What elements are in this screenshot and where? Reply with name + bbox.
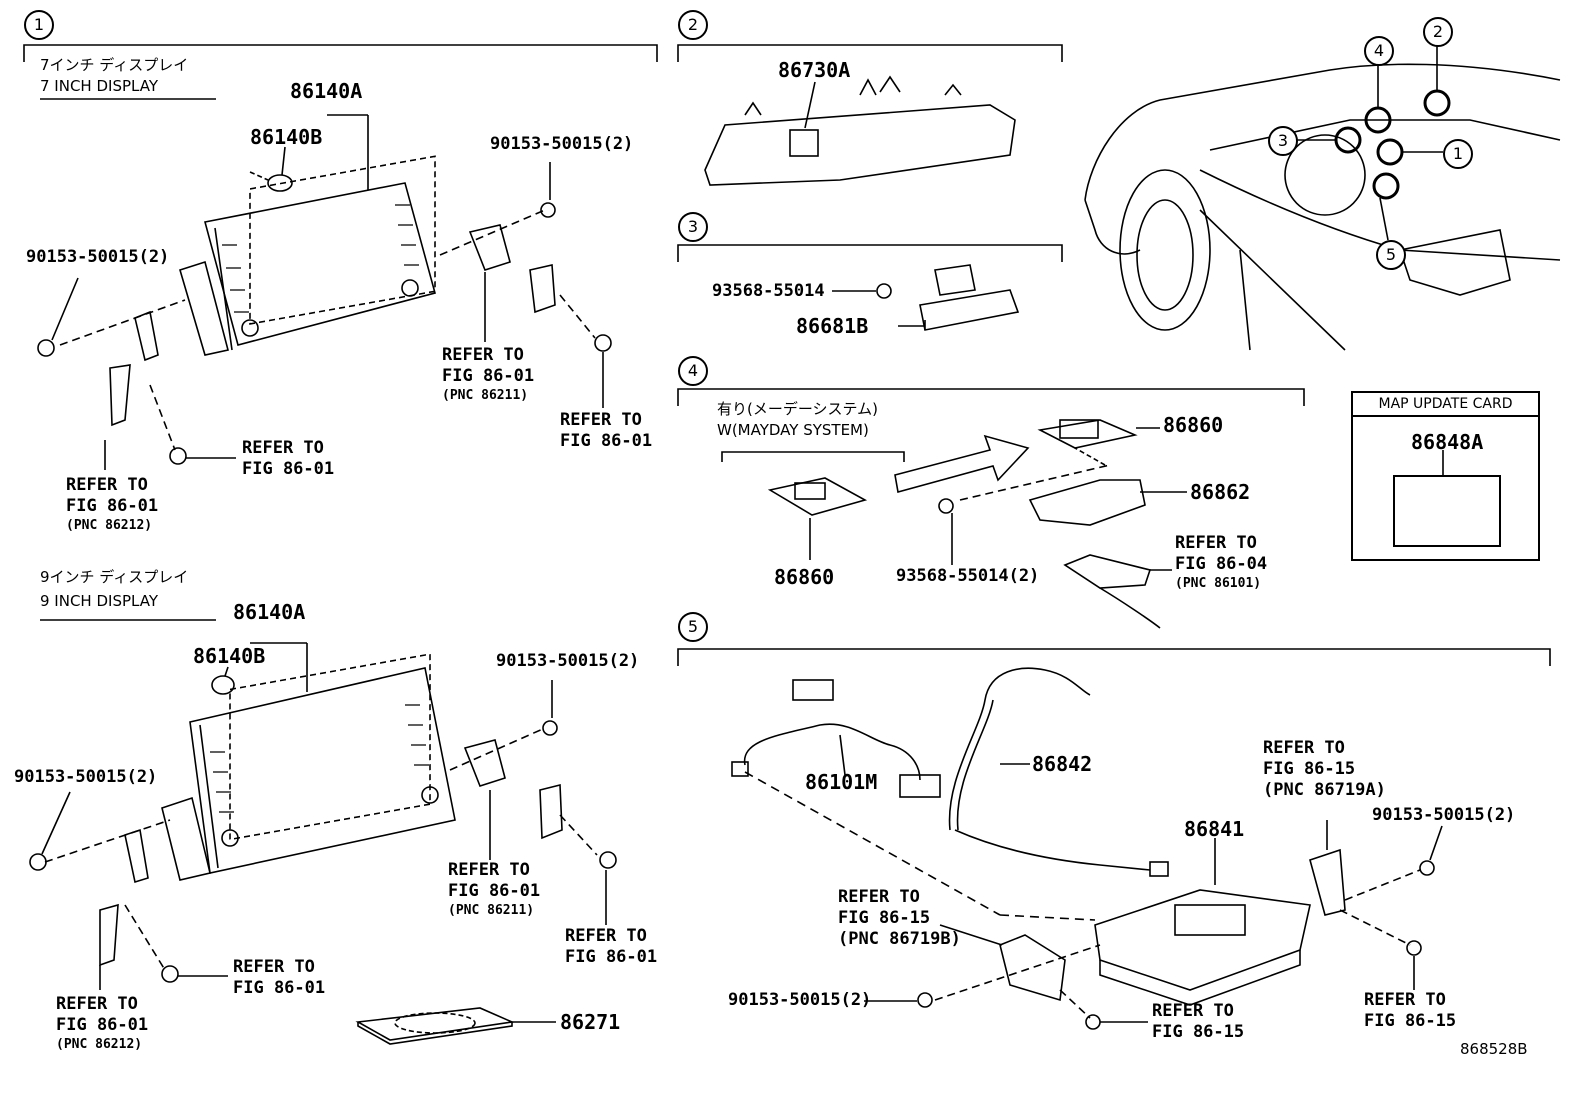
map-update-card-box: MAP UPDATE CARD 86848A [1351, 391, 1540, 561]
display9-drawing [29, 642, 617, 1045]
s2-drawing [704, 75, 1016, 186]
s3-part: 86681B [796, 314, 869, 338]
s5-harness-1: 86101M [805, 770, 878, 794]
s4-cond-jp: 有り(メーデーシステム) [717, 400, 878, 418]
s5-module: 86841 [1184, 817, 1245, 841]
s3-screw: 93568-55014 [712, 281, 825, 301]
display9-title-en: 9 INCH DISPLAY [40, 592, 158, 610]
car-callout-2: 2 [1423, 17, 1453, 47]
s4-screw: 93568-55014(2) [896, 566, 1040, 586]
display7-bolt-right: 90153-50015(2) [490, 134, 634, 154]
car-drawing [1084, 63, 1561, 351]
display9-part-knob: 86140B [193, 644, 266, 668]
car-callout-1: 1 [1443, 139, 1473, 169]
display7-drawing [37, 114, 612, 470]
s4-part-right: 86860 [1163, 413, 1224, 437]
display9-bolt-right: 90153-50015(2) [496, 651, 640, 671]
s4-part-left: 86860 [774, 565, 835, 589]
section-3-marker: 3 [678, 212, 708, 242]
display7-title-jp: 7インチ ディスプレイ [40, 56, 189, 74]
s5-harness-2: 86842 [1032, 752, 1093, 776]
section-brackets [23, 44, 1551, 666]
map-update-card-shape [1393, 475, 1501, 547]
display9-disc-part: 86271 [560, 1010, 621, 1034]
display7-part-knob: 86140B [250, 125, 323, 149]
section-5-marker: 5 [678, 612, 708, 642]
s2-part: 86730A [778, 58, 851, 82]
section-2-marker: 2 [678, 10, 708, 40]
car-callout-5: 5 [1376, 240, 1406, 270]
figure-code: 868528B [1460, 1040, 1528, 1058]
s5-drawing [731, 667, 1443, 1030]
car-markers [1297, 44, 1451, 241]
display7-title-en: 7 INCH DISPLAY [40, 77, 158, 95]
display7-bolt-left: 90153-50015(2) [26, 247, 170, 267]
s5-bolt-left: 90153-50015(2) [728, 990, 872, 1010]
s3-drawing [832, 264, 1020, 331]
map-update-card-part: 86848A [1411, 430, 1484, 454]
display9-part-main: 86140A [233, 600, 306, 624]
s4-drawing [767, 419, 1187, 629]
s4-cond-en: W(MAYDAY SYSTEM) [717, 421, 869, 439]
section-4-marker: 4 [678, 356, 708, 386]
display9-title-jp: 9インチ ディスプレイ [40, 568, 189, 586]
s4-bracket: 86862 [1190, 480, 1251, 504]
car-callout-4: 4 [1364, 36, 1394, 66]
car-callout-3: 3 [1268, 126, 1298, 156]
map-update-card-title: MAP UPDATE CARD [1353, 393, 1538, 417]
s5-bolt-right: 90153-50015(2) [1372, 805, 1516, 825]
section-1-marker: 1 [24, 10, 54, 40]
display9-bolt-left: 90153-50015(2) [14, 767, 158, 787]
display7-part-main: 86140A [290, 79, 363, 103]
